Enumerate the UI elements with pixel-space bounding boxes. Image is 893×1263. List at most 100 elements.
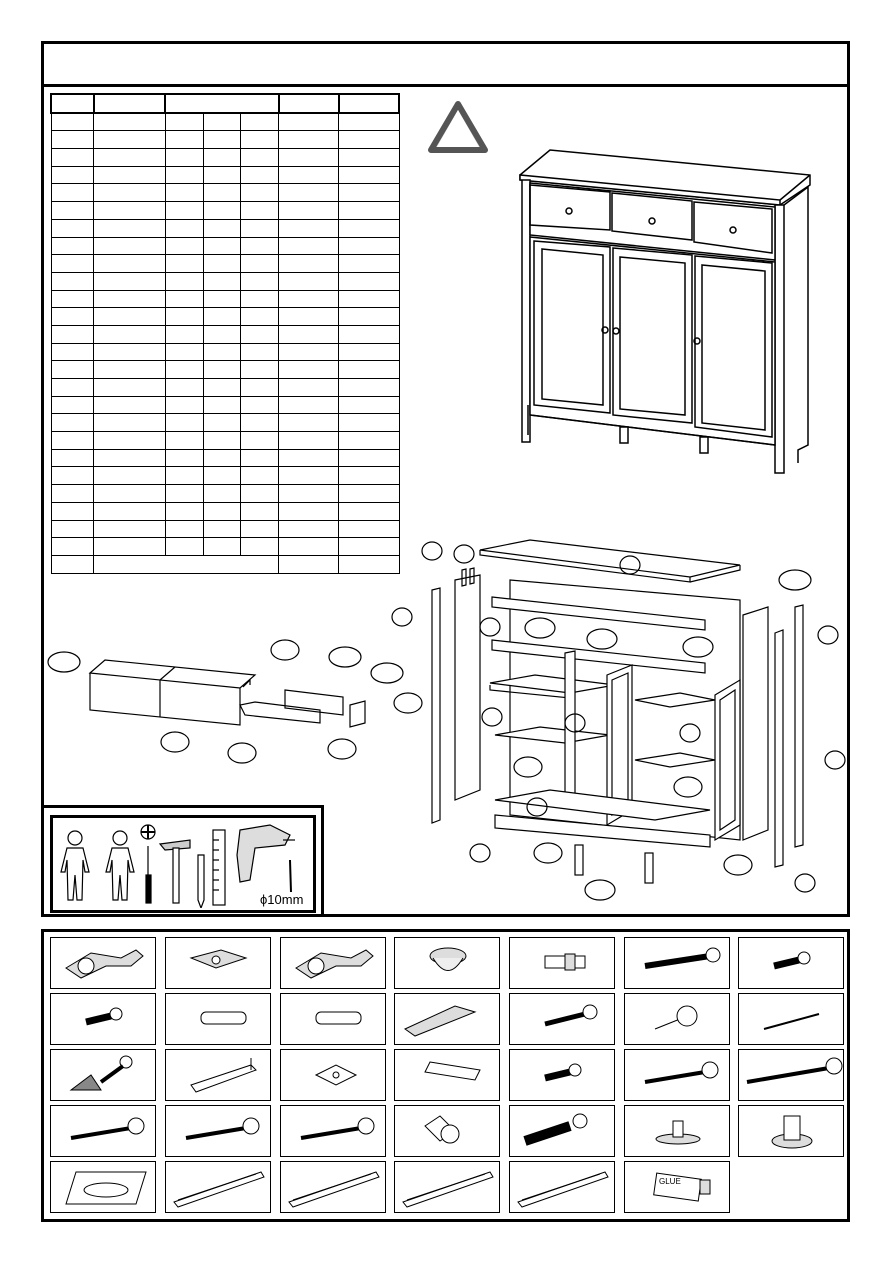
parts-table-row bbox=[50, 342, 400, 362]
parts-table-cell bbox=[278, 289, 340, 309]
hardware-item bbox=[165, 1049, 271, 1101]
parts-table-cell bbox=[338, 254, 400, 273]
measuring-tape-icon bbox=[212, 829, 226, 906]
parts-table-cell bbox=[164, 254, 204, 273]
parts-table-cell bbox=[278, 413, 340, 433]
drill-bit-size-label: ϕ10mm bbox=[260, 892, 303, 907]
parts-table-row bbox=[50, 378, 400, 397]
parts-table-row bbox=[50, 466, 400, 486]
parts-table-cell bbox=[278, 554, 340, 574]
parts-table-cell bbox=[50, 537, 95, 556]
exploded-view-illustration bbox=[391, 539, 846, 901]
parts-table-cell bbox=[50, 236, 95, 256]
parts-table-cell bbox=[240, 413, 280, 433]
hardware-item bbox=[624, 1049, 730, 1101]
wood-screw-icon bbox=[300, 1117, 375, 1140]
parts-table-cell bbox=[93, 324, 166, 344]
parts-table-cell bbox=[338, 218, 400, 238]
hardware-item bbox=[509, 993, 615, 1045]
parts-table-row bbox=[50, 360, 400, 379]
parts-table-cell bbox=[240, 448, 280, 468]
wood-screw-icon bbox=[644, 1061, 719, 1084]
hardware-item bbox=[624, 937, 730, 989]
parts-table-cell bbox=[240, 519, 280, 539]
parts-table-row bbox=[50, 307, 400, 326]
person-icon bbox=[60, 830, 90, 901]
parts-table-cell bbox=[202, 236, 242, 256]
parts-table-cell bbox=[278, 324, 340, 344]
parts-table-cell bbox=[92, 93, 167, 114]
title-bar bbox=[41, 41, 850, 87]
parts-table-cell bbox=[202, 165, 242, 185]
hardware-item bbox=[50, 1105, 156, 1157]
parts-table-cell bbox=[202, 395, 242, 415]
parts-table-cell bbox=[202, 271, 242, 291]
hardware-item bbox=[624, 1105, 730, 1157]
hardware-item bbox=[50, 993, 156, 1045]
hardware-item bbox=[624, 993, 730, 1045]
glue-bottle-icon: GLUE bbox=[653, 1172, 711, 1202]
parts-table-cell bbox=[93, 395, 166, 415]
parts-table-cell bbox=[93, 431, 166, 450]
drawer-runner-icon bbox=[173, 1171, 265, 1208]
hardware-item bbox=[509, 1161, 615, 1213]
hinge-icon bbox=[295, 949, 374, 979]
parts-table-cell bbox=[240, 112, 280, 132]
parts-table-cell bbox=[93, 307, 166, 326]
parts-table-cell bbox=[278, 201, 340, 220]
peg-icon bbox=[771, 1115, 813, 1149]
parts-table-cell bbox=[240, 148, 280, 167]
parts-table-cell bbox=[338, 501, 400, 521]
parts-table-row bbox=[50, 218, 400, 238]
assembled-cabinet-illustration bbox=[519, 149, 811, 474]
hardware-item bbox=[280, 1105, 386, 1157]
parts-table-cell bbox=[202, 254, 242, 273]
parts-table-cell bbox=[93, 378, 166, 397]
parts-table-cell bbox=[278, 148, 340, 167]
hardware-item bbox=[394, 1049, 500, 1101]
parts-table-row bbox=[50, 165, 400, 185]
parts-table-cell bbox=[164, 484, 204, 503]
parts-table-cell bbox=[278, 307, 340, 326]
parts-table-cell bbox=[93, 448, 166, 468]
parts-table-cell bbox=[164, 307, 204, 326]
short-screw-icon bbox=[85, 1007, 123, 1026]
parts-table-cell bbox=[93, 484, 166, 503]
warning-triangle-icon bbox=[428, 101, 488, 153]
parts-table-cell bbox=[50, 484, 95, 503]
parts-table-row bbox=[50, 112, 400, 132]
parts-table-row bbox=[50, 519, 400, 539]
short-screw-icon bbox=[544, 1063, 582, 1082]
parts-table-cell bbox=[240, 324, 280, 344]
parts-table-cell bbox=[278, 484, 340, 503]
parts-table-cell bbox=[338, 289, 400, 309]
parts-table-cell bbox=[240, 236, 280, 256]
hardware-item bbox=[738, 993, 844, 1045]
short-screw-icon bbox=[773, 951, 811, 970]
hardware-item bbox=[165, 993, 271, 1045]
parts-table-cell bbox=[50, 165, 95, 185]
parts-table-cell bbox=[50, 307, 95, 326]
parts-table-cell bbox=[50, 201, 95, 220]
felt-pad-icon bbox=[65, 1171, 147, 1205]
parts-table-cell bbox=[164, 183, 204, 203]
parts-table-cell bbox=[278, 218, 340, 238]
parts-table-cell bbox=[202, 324, 242, 344]
parts-table-cell bbox=[278, 519, 340, 539]
parts-table-cell bbox=[164, 201, 204, 220]
parts-table-row bbox=[50, 501, 400, 521]
parts-table-row bbox=[50, 254, 400, 273]
parts-table-cell bbox=[93, 554, 280, 574]
wood-screw-icon bbox=[185, 1117, 260, 1140]
hardware-item bbox=[280, 1049, 386, 1101]
parts-table-cell bbox=[202, 431, 242, 450]
parts-table-cell bbox=[50, 554, 95, 574]
parts-table-cell bbox=[240, 289, 280, 309]
parts-table-cell bbox=[93, 413, 166, 433]
parts-table-cell bbox=[164, 148, 204, 167]
connector-bolt-icon bbox=[523, 1113, 588, 1146]
parts-table-cell bbox=[338, 466, 400, 486]
parts-table-cell bbox=[278, 183, 340, 203]
parts-table-cell bbox=[240, 307, 280, 326]
parts-table-cell bbox=[202, 466, 242, 486]
